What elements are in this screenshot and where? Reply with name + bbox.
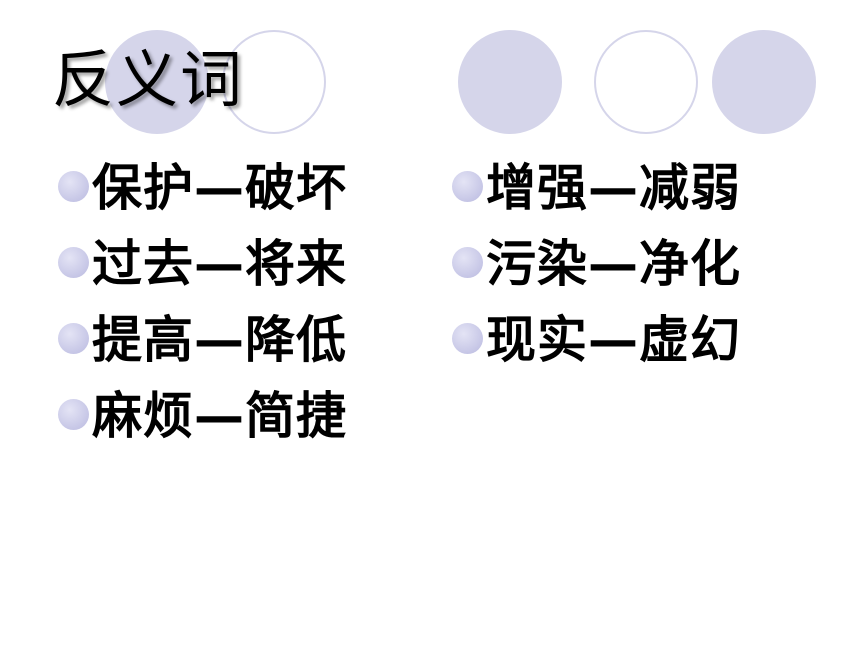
antonym-pair: 现实—虚幻 [486, 311, 741, 369]
decor-circle-3 [458, 30, 562, 134]
slide-title: 反义词 [52, 43, 245, 116]
decor-circle-2 [222, 30, 326, 134]
antonym-pair: 增强—减弱 [486, 159, 741, 217]
bullet-icon [452, 323, 483, 354]
bullet-icon [58, 171, 89, 202]
bullet-icon [452, 247, 483, 278]
antonym-pair: 提高—降低 [92, 311, 347, 369]
decor-circle-1 [105, 30, 209, 134]
decor-circle-4 [594, 30, 698, 134]
antonym-pair: 麻烦—简捷 [92, 387, 347, 445]
antonym-pair: 过去—将来 [92, 235, 347, 293]
bullet-icon [58, 399, 89, 430]
bullet-icon [452, 171, 483, 202]
antonym-pair: 保护—破坏 [92, 159, 347, 217]
bullet-icon [58, 323, 89, 354]
bullet-icon [58, 247, 89, 278]
decor-circle-5 [712, 30, 816, 134]
antonym-pair: 污染—净化 [486, 235, 741, 293]
